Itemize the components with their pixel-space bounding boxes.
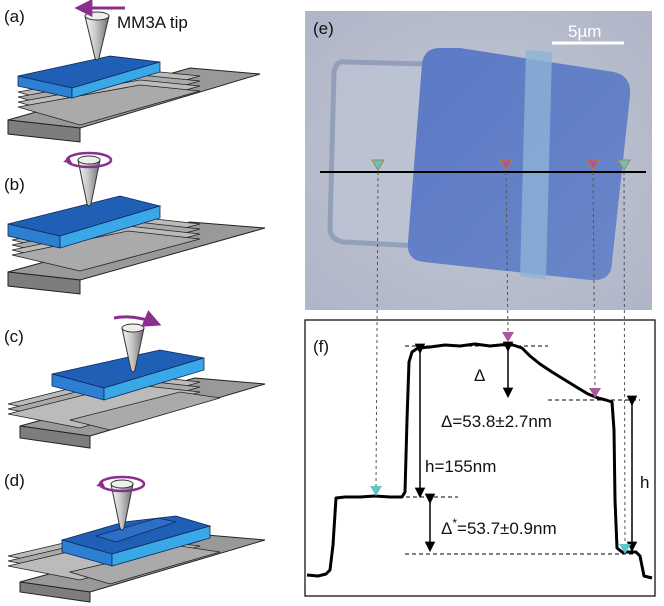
trace-marker-cyan-2 <box>619 544 631 554</box>
panel-f-label: (f) <box>313 337 329 356</box>
trace-marker-cyan-1 <box>370 486 382 496</box>
profile-frame <box>304 319 656 597</box>
panel-b-label: (b) <box>4 175 25 194</box>
translate-arrow-c <box>113 310 162 327</box>
marker-cyan-1 <box>371 159 385 171</box>
marker-purple-2 <box>586 159 600 171</box>
panel-d-label: (d) <box>4 471 25 490</box>
tip-icon-c <box>121 323 145 373</box>
scale-bar-label: 5µm <box>568 22 601 41</box>
delta-star-value: Δ*=53.7±0.9nm <box>441 516 557 538</box>
tip-icon-b <box>77 155 101 207</box>
panel-b: (b) <box>4 151 266 295</box>
panel-c: (c) <box>4 310 266 449</box>
delta-value: Δ=53.8±2.7nm <box>441 412 552 431</box>
marker-purple-1 <box>499 159 513 171</box>
height-profile-trace <box>306 342 653 580</box>
thin-flake <box>327 59 429 249</box>
flake-b <box>7 195 162 249</box>
rotate-arrow-b <box>63 151 113 169</box>
measure-arrows <box>414 341 638 553</box>
panel-a-label: (a) <box>4 7 25 26</box>
panel-d: (d) <box>4 471 266 603</box>
tip-icon-d <box>110 479 134 531</box>
flake-c <box>51 349 205 401</box>
rotate-arrow-d <box>96 475 146 493</box>
connector-lines <box>375 171 626 549</box>
h-symbol: h <box>640 473 649 492</box>
h-value: h=155nm <box>425 457 496 476</box>
panel-e: (e) 5µm <box>305 11 652 310</box>
trace-marker-purple-1 <box>502 332 514 342</box>
flake-d <box>60 515 212 567</box>
flake-a <box>17 55 161 99</box>
thick-flake <box>407 48 631 281</box>
light-band <box>520 50 552 280</box>
delta-symbol: Δ <box>474 366 485 385</box>
panel-f: (f) Δ Δ=53.8±2.7n <box>304 171 656 597</box>
panel-c-label: (c) <box>4 327 24 346</box>
panel-e-label: (e) <box>313 19 334 38</box>
tip-icon-a <box>84 11 110 61</box>
tip-label: MM3A tip <box>117 13 188 32</box>
trace-marker-purple-2 <box>589 388 601 398</box>
marker-cyan-2 <box>617 159 631 171</box>
panel-a: (a) MM3A tip <box>4 0 261 143</box>
